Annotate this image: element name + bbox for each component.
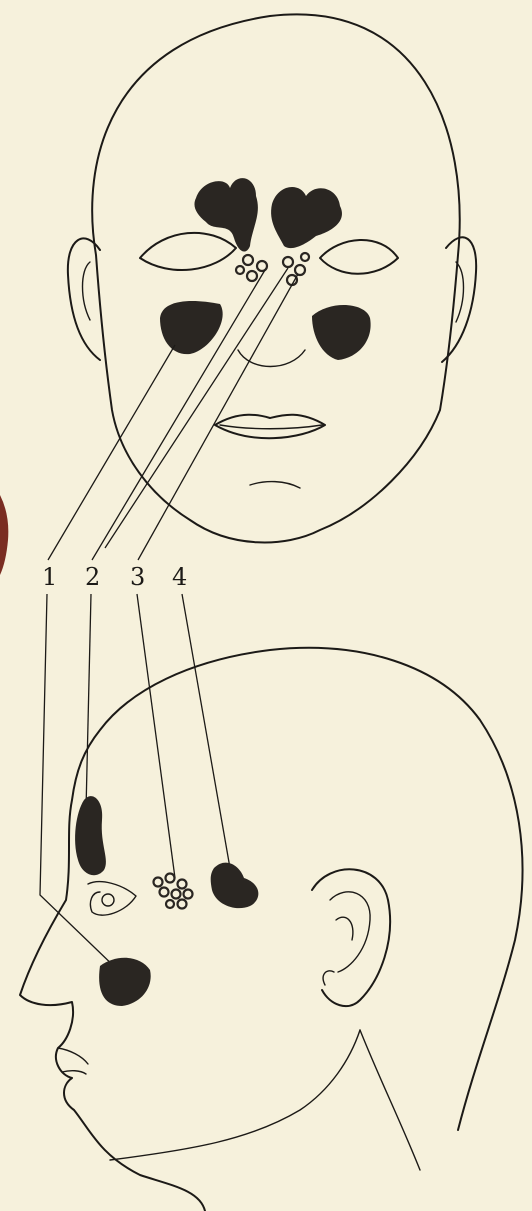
- edge-mark: [0, 495, 8, 575]
- front-view: [68, 14, 476, 542]
- side-eye: [88, 882, 136, 915]
- side-ethmoid-cells: [154, 874, 193, 909]
- side-head-outline: [20, 648, 522, 1211]
- side-view: [20, 648, 522, 1211]
- side-ear: [312, 869, 390, 1006]
- leader-4-lower: [182, 594, 230, 868]
- front-left-eye: [140, 233, 236, 270]
- side-frontal-sinus: [75, 796, 106, 875]
- side-maxillary-sinus: [99, 958, 151, 1006]
- side-jaw: [110, 1030, 360, 1160]
- front-ethmoid-cells: [236, 253, 309, 285]
- front-right-ear: [442, 237, 476, 362]
- label-4: 4: [172, 563, 187, 591]
- front-right-eye: [320, 240, 398, 274]
- side-sphenoid-sinus: [211, 863, 259, 909]
- label-1: 1: [42, 563, 57, 591]
- leader-3-lower: [137, 594, 175, 878]
- label-2: 2: [85, 563, 100, 591]
- front-head-outline: [92, 14, 460, 542]
- front-maxillary-sinus-left: [160, 301, 223, 354]
- label-3: 3: [130, 563, 145, 591]
- side-lips: [58, 1048, 88, 1064]
- front-frontal-sinus-right: [271, 187, 342, 248]
- leader-lines: [40, 268, 298, 972]
- front-maxillary-sinus-right: [312, 305, 371, 360]
- leader-2-lower: [86, 594, 91, 810]
- sinus-labels: 1 2 3 4: [42, 563, 187, 591]
